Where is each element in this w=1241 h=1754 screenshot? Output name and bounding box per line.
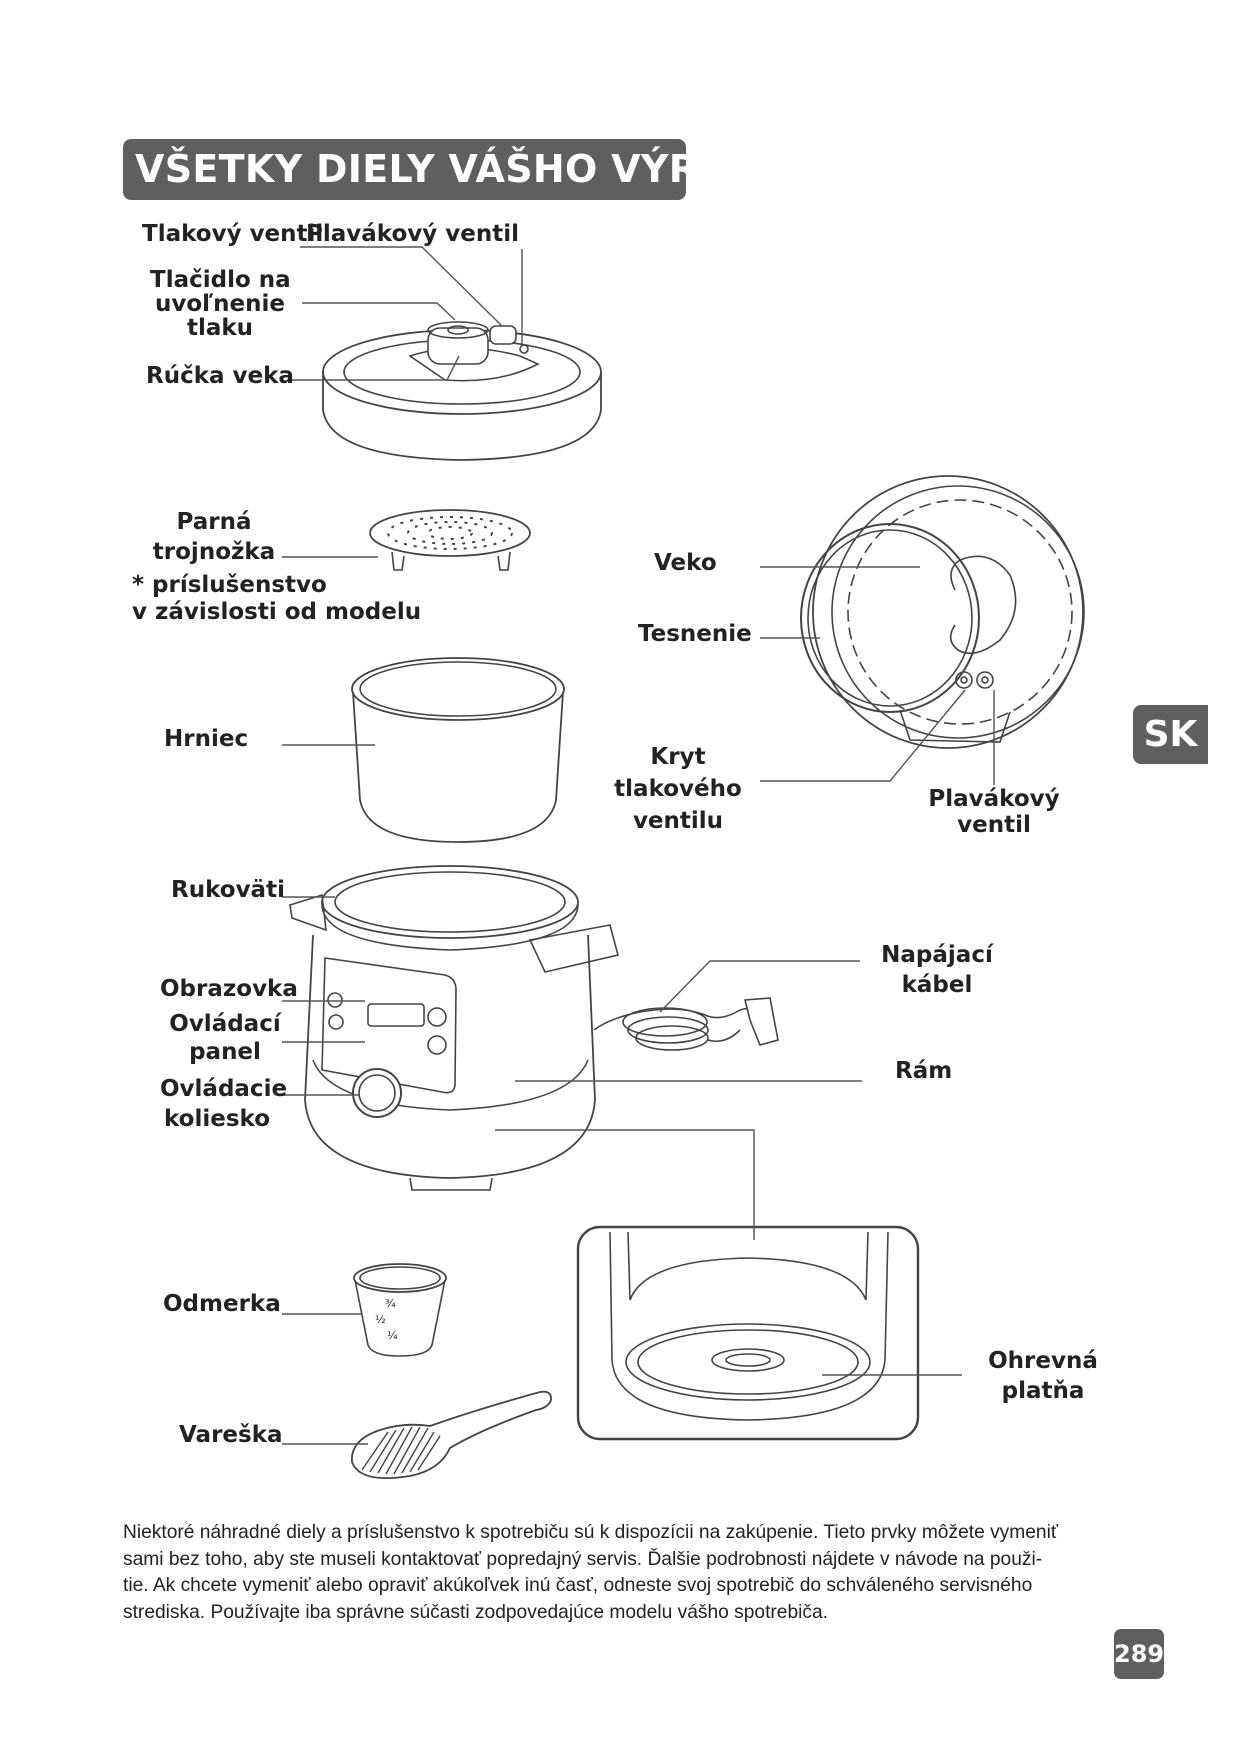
label-float-valve-top: Plavákový ventil bbox=[306, 221, 519, 247]
body-drawing bbox=[289, 865, 779, 1191]
cup-mark-quarter: ¼ bbox=[387, 1329, 398, 1342]
label-handles: Rukoväti bbox=[171, 877, 285, 903]
measuring-cup-drawing bbox=[353, 1263, 447, 1357]
language-tab: SK bbox=[1133, 705, 1208, 764]
label-seal: Tesnenie bbox=[638, 621, 752, 647]
lid-seal-drawing bbox=[800, 475, 1085, 749]
label-lid: Veko bbox=[654, 550, 717, 576]
lid-drawing bbox=[322, 321, 602, 461]
label-measuring-cup: Odmerka bbox=[163, 1291, 281, 1317]
spoon-drawing bbox=[351, 1390, 552, 1479]
footer-paragraph: Niektoré náhradné diely a príslušenstvo … bbox=[123, 1522, 1059, 1623]
trivet-drawing bbox=[369, 509, 531, 571]
label-pot: Hrniec bbox=[164, 726, 249, 752]
label-frame: Rám bbox=[895, 1058, 953, 1084]
label-spoon: Vareška bbox=[179, 1422, 283, 1448]
page-number: 289 bbox=[1114, 1629, 1164, 1679]
cup-mark-three-quarter: ¾ bbox=[385, 1297, 396, 1310]
cup-mark-half: ½ bbox=[375, 1313, 386, 1326]
heating-plate-drawing bbox=[576, 1225, 920, 1441]
label-display: Obrazovka bbox=[160, 976, 298, 1002]
label-lid-handle: Rúčka veka bbox=[146, 363, 294, 389]
label-pressure-valve: Tlakový ventil bbox=[142, 221, 324, 247]
pot-drawing bbox=[351, 657, 565, 843]
